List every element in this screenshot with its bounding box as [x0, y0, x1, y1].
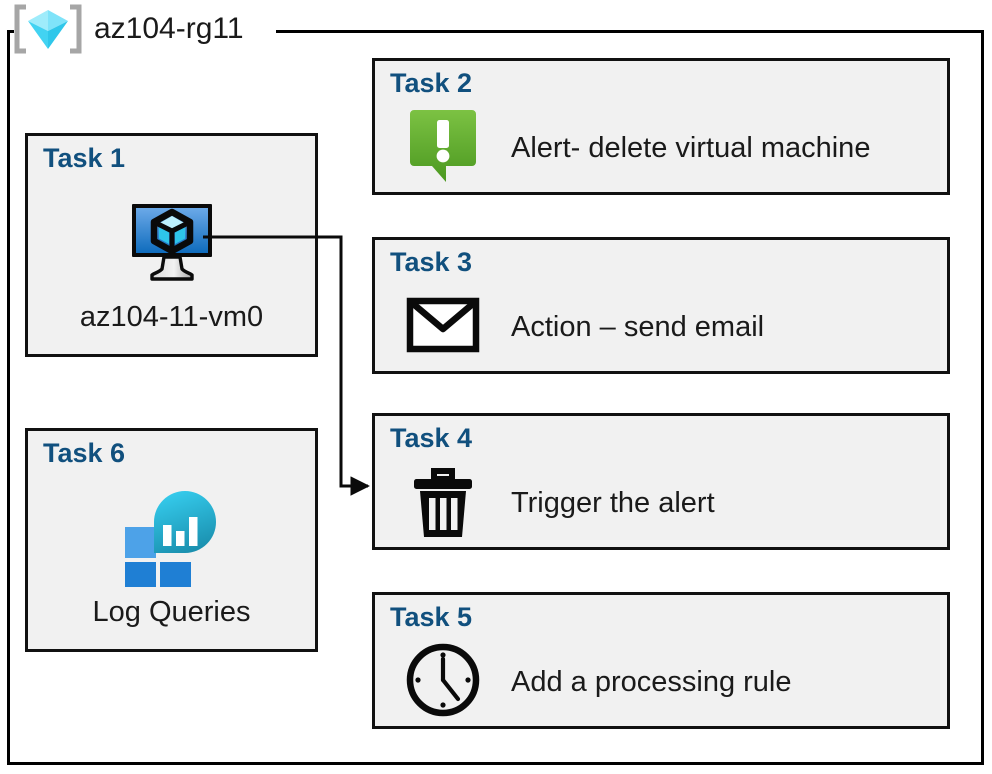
virtual-machine-icon [128, 201, 216, 288]
card-task-6-icon-slot [28, 487, 315, 593]
trash-can-icon [408, 461, 478, 546]
envelope-icon [406, 297, 480, 358]
card-task-3[interactable]: Task 3 Action – send email [372, 237, 950, 374]
card-task-1[interactable]: Task 1 [25, 133, 318, 357]
resource-group-cube-icon [12, 4, 84, 54]
card-task-4-title: Task 4 [390, 423, 473, 453]
card-task-1-icon-slot [28, 192, 315, 296]
card-task-5[interactable]: Task 5 Add a proce [372, 592, 950, 729]
card-task-2-title: Task 2 [390, 68, 473, 98]
card-task-5-label: Add a processing rule [511, 665, 792, 698]
card-task-2-row: Alert- delete virtual machine [403, 108, 870, 188]
resource-group-header: az104-rg11 [12, 2, 244, 56]
card-task-3-title: Task 3 [390, 247, 473, 277]
card-task-6-label: Log Queries [92, 596, 251, 628]
resource-group-container [7, 30, 984, 765]
card-task-1-title: Task 1 [43, 143, 126, 173]
card-task-4-row: Trigger the alert [403, 463, 715, 543]
card-task-4-icon-slot [403, 463, 483, 543]
card-task-2[interactable]: Task 2 [372, 58, 950, 195]
card-task-6[interactable]: Task 6 [25, 428, 318, 652]
card-task-3-label: Action – send email [511, 310, 765, 343]
card-task-5-icon-slot [403, 642, 483, 722]
card-task-5-title: Task 5 [390, 602, 473, 632]
card-task-4-label: Trigger the alert [511, 486, 715, 519]
card-task-4[interactable]: Task 4 [372, 413, 950, 550]
card-task-1-label: az104-11-vm0 [79, 301, 264, 333]
card-task-2-label: Alert- delete virtual machine [511, 131, 871, 164]
card-task-5-row: Add a processing rule [403, 642, 792, 722]
card-task-2-icon-slot [403, 108, 483, 188]
card-task-6-title: Task 6 [43, 438, 126, 468]
card-task-3-row: Action – send email [403, 287, 764, 367]
card-task-3-icon-slot [403, 287, 483, 367]
alert-exclamation-bubble-icon [406, 108, 480, 189]
log-analytics-icon [119, 487, 225, 593]
clock-icon [404, 641, 482, 724]
resource-group-name: az104-rg11 [94, 12, 244, 45]
